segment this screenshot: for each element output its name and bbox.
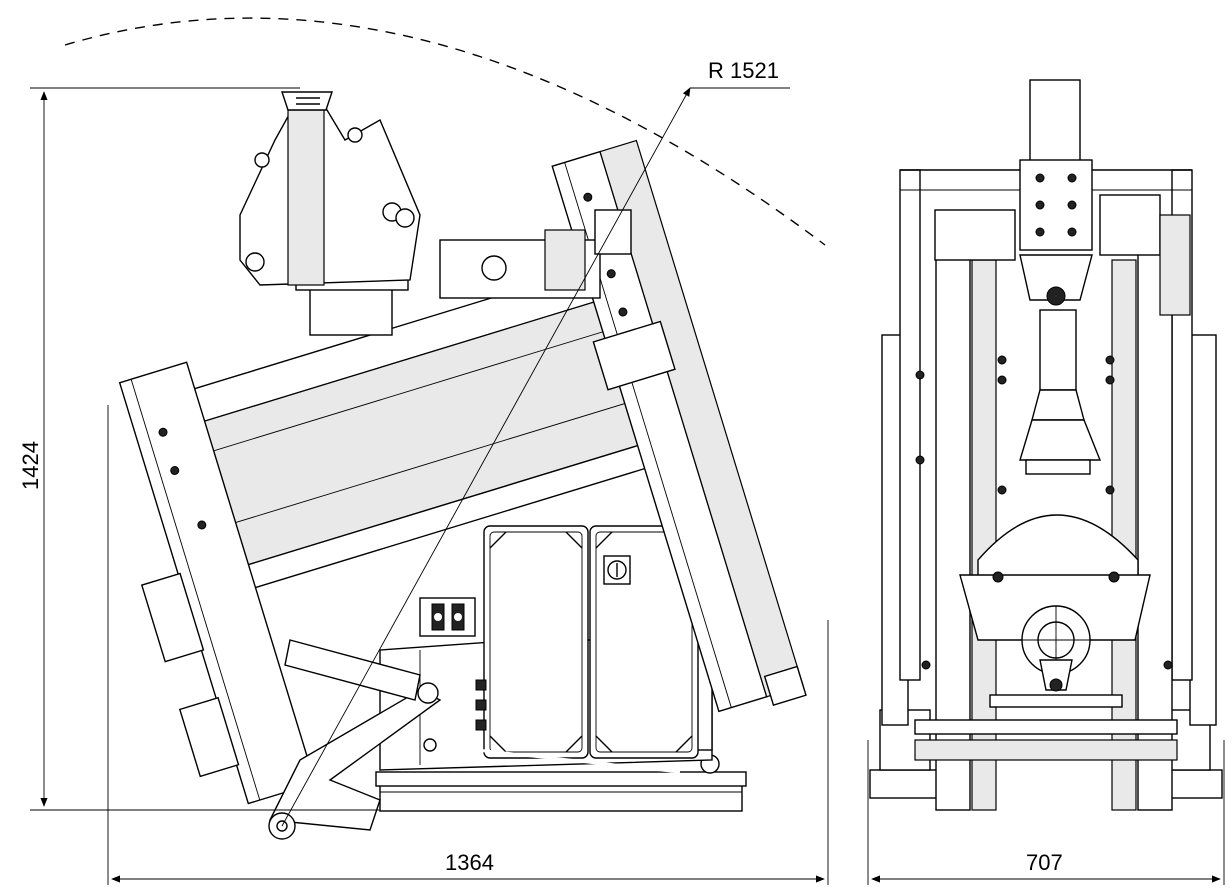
control-cabinet-right	[589, 525, 699, 759]
depth-label: 707	[1026, 850, 1063, 875]
brush-head	[239, 91, 632, 336]
linkage-arm	[268, 639, 442, 840]
front-view: 707	[867, 79, 1225, 885]
depth-dimension: 707	[867, 740, 1225, 885]
hydraulic-cylinder	[423, 738, 681, 774]
control-cabinet-left	[475, 525, 589, 759]
swing-radius-arc	[64, 17, 826, 246]
radius-line	[281, 87, 691, 827]
height-label: 1424	[18, 441, 43, 490]
base-plate	[375, 754, 747, 812]
left-post	[118, 361, 317, 805]
side-view: R 1521 1424 1364	[18, 17, 829, 885]
width-dimension: 1364	[107, 405, 829, 885]
height-dimension: 1424	[18, 87, 380, 811]
width-label: 1364	[445, 850, 494, 875]
right-column	[551, 139, 807, 713]
radius-label: R 1521	[708, 58, 779, 83]
